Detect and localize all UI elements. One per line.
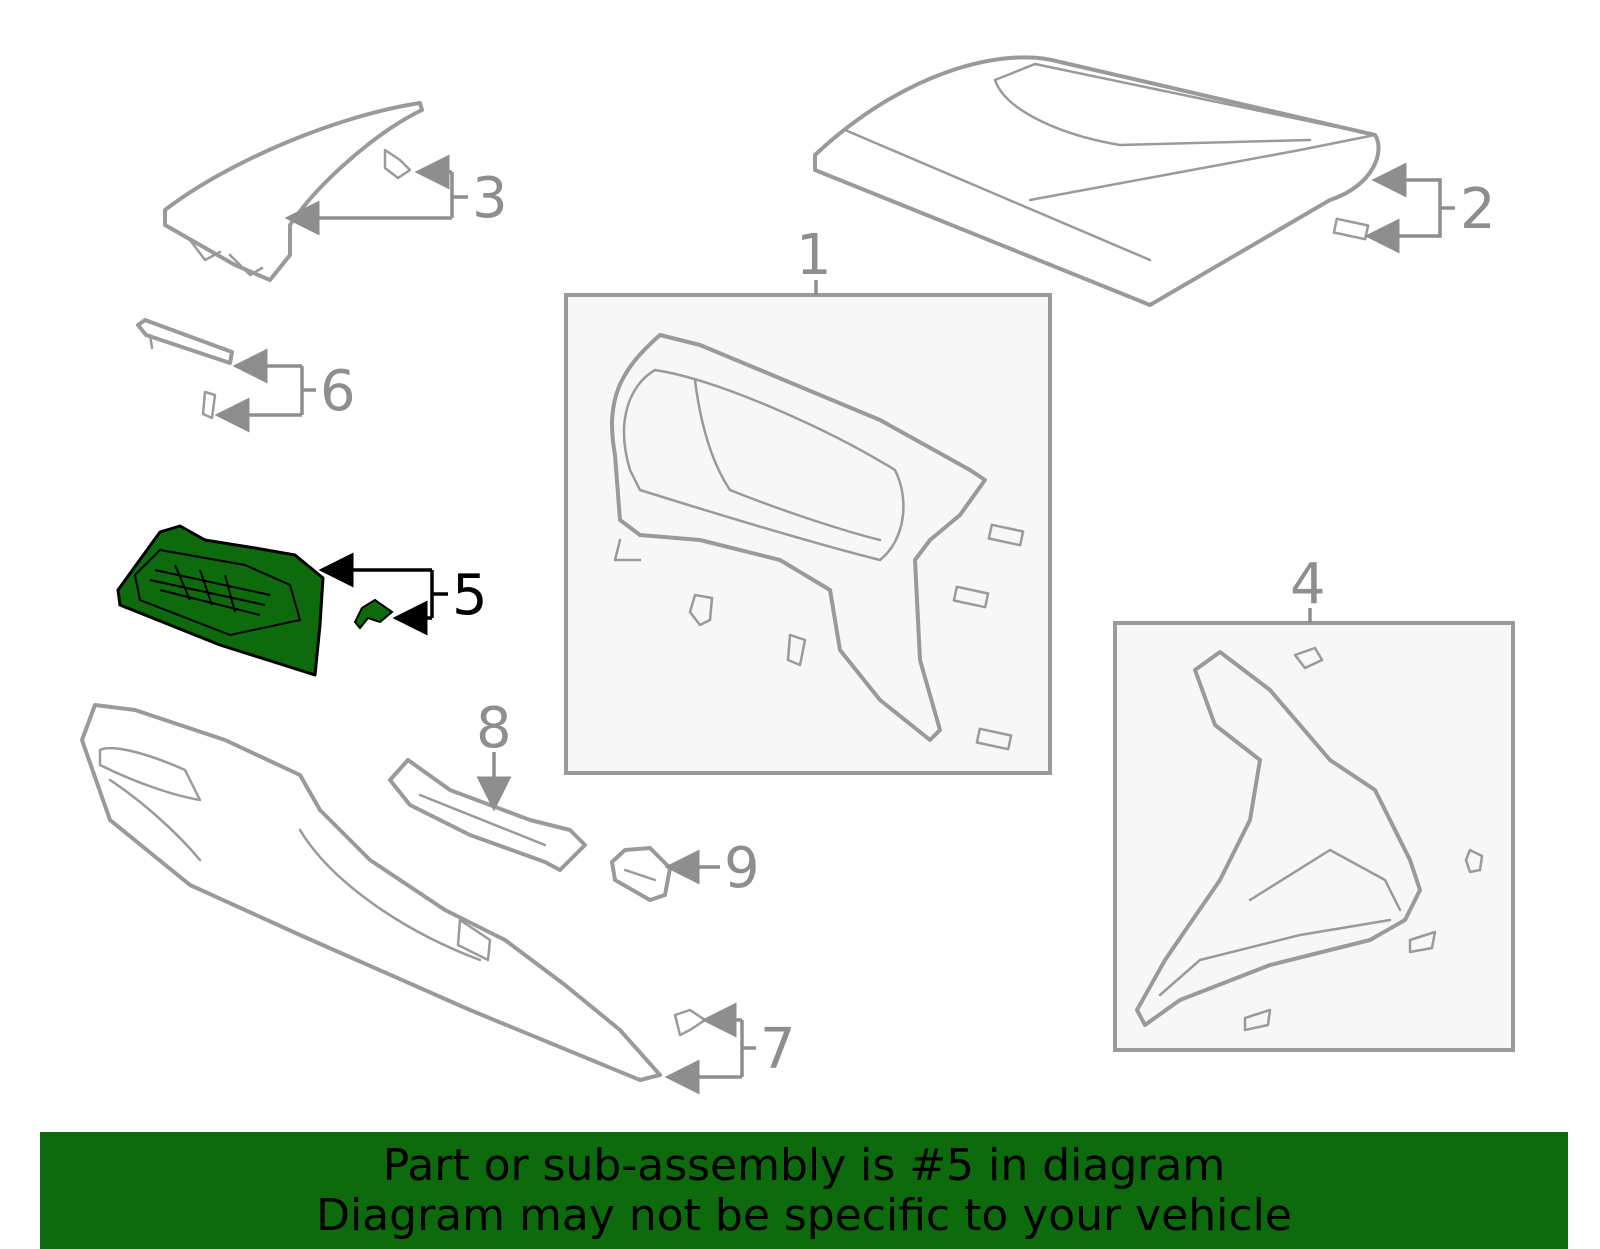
callout-2: 2 <box>1364 162 1496 254</box>
callout-7: 7 <box>664 1002 796 1095</box>
callout-6-label: 6 <box>320 359 356 424</box>
callout-5: 5 <box>318 552 488 636</box>
callout-2-label: 2 <box>1460 177 1496 242</box>
callout-8-label: 8 <box>476 696 512 761</box>
callout-9-label: 9 <box>724 836 760 901</box>
callout-6: 6 <box>214 348 356 433</box>
part-8-bracket: 8 <box>388 696 587 872</box>
callout-5-label: 5 <box>452 563 488 628</box>
banner-line-2: Diagram may not be specific to your vehi… <box>316 1189 1292 1241</box>
part-2-top-cover <box>813 55 1381 307</box>
part-5-vent-housing <box>116 524 394 677</box>
part-3-side-cover <box>163 101 424 282</box>
callout-3: 3 <box>284 154 508 236</box>
info-banner: Part or sub-assembly is #5 in diagram Di… <box>40 1132 1568 1249</box>
part-7-lower-panel <box>80 703 707 1082</box>
callout-7-label: 7 <box>760 1017 796 1082</box>
callout-1-label: 1 <box>796 223 832 288</box>
part-1-box: 1 <box>564 223 1052 775</box>
banner-line-1: Part or sub-assembly is #5 in diagram <box>382 1139 1226 1191</box>
part-6-trim-strip <box>136 318 234 420</box>
callout-3-label: 3 <box>472 166 508 231</box>
callout-4-label: 4 <box>1290 552 1326 617</box>
part-4-box: 4 <box>1113 552 1515 1052</box>
part-9-clip: 9 <box>610 836 760 902</box>
